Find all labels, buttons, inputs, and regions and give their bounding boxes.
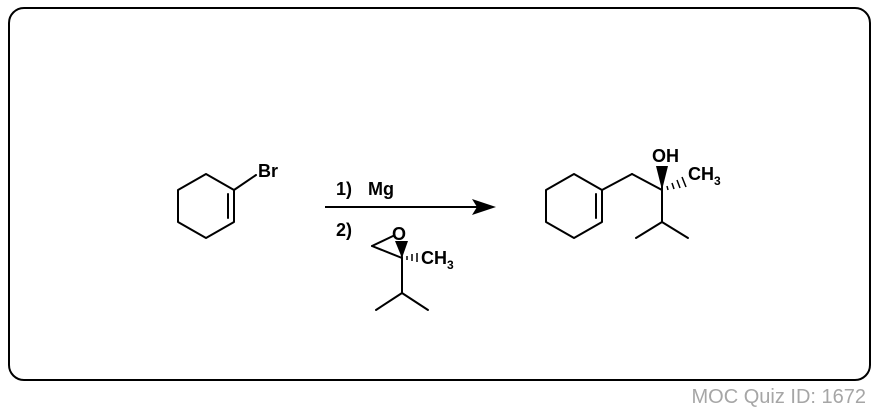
reactant-bromine: Br xyxy=(258,161,278,181)
quiz-id-label: MOC Quiz ID: 1672 xyxy=(691,386,866,408)
product-hydroxyl: OH xyxy=(652,146,679,166)
reactant-ring xyxy=(177,173,235,239)
reactant-molecule xyxy=(177,173,257,239)
reaction-arrow xyxy=(325,199,496,215)
epoxide-wedge-bond xyxy=(395,241,408,258)
product-hash-bond xyxy=(666,176,687,191)
step2-number: 2) xyxy=(336,220,352,240)
reactant-c-br-bond xyxy=(233,174,257,191)
product-ring xyxy=(545,173,603,239)
epoxide-hash-bond xyxy=(406,253,418,262)
step1-number: 1) xyxy=(336,179,352,199)
step1-reagent: Mg xyxy=(368,179,394,199)
epoxide-methyl: CH3 xyxy=(421,248,454,272)
epoxide-oxygen: O xyxy=(392,224,406,244)
scheme-frame xyxy=(8,7,871,381)
epoxide-molecule xyxy=(371,235,429,311)
product-wedge-bond xyxy=(656,166,668,190)
product-methyl: CH3 xyxy=(688,164,721,188)
product-molecule xyxy=(545,167,689,239)
